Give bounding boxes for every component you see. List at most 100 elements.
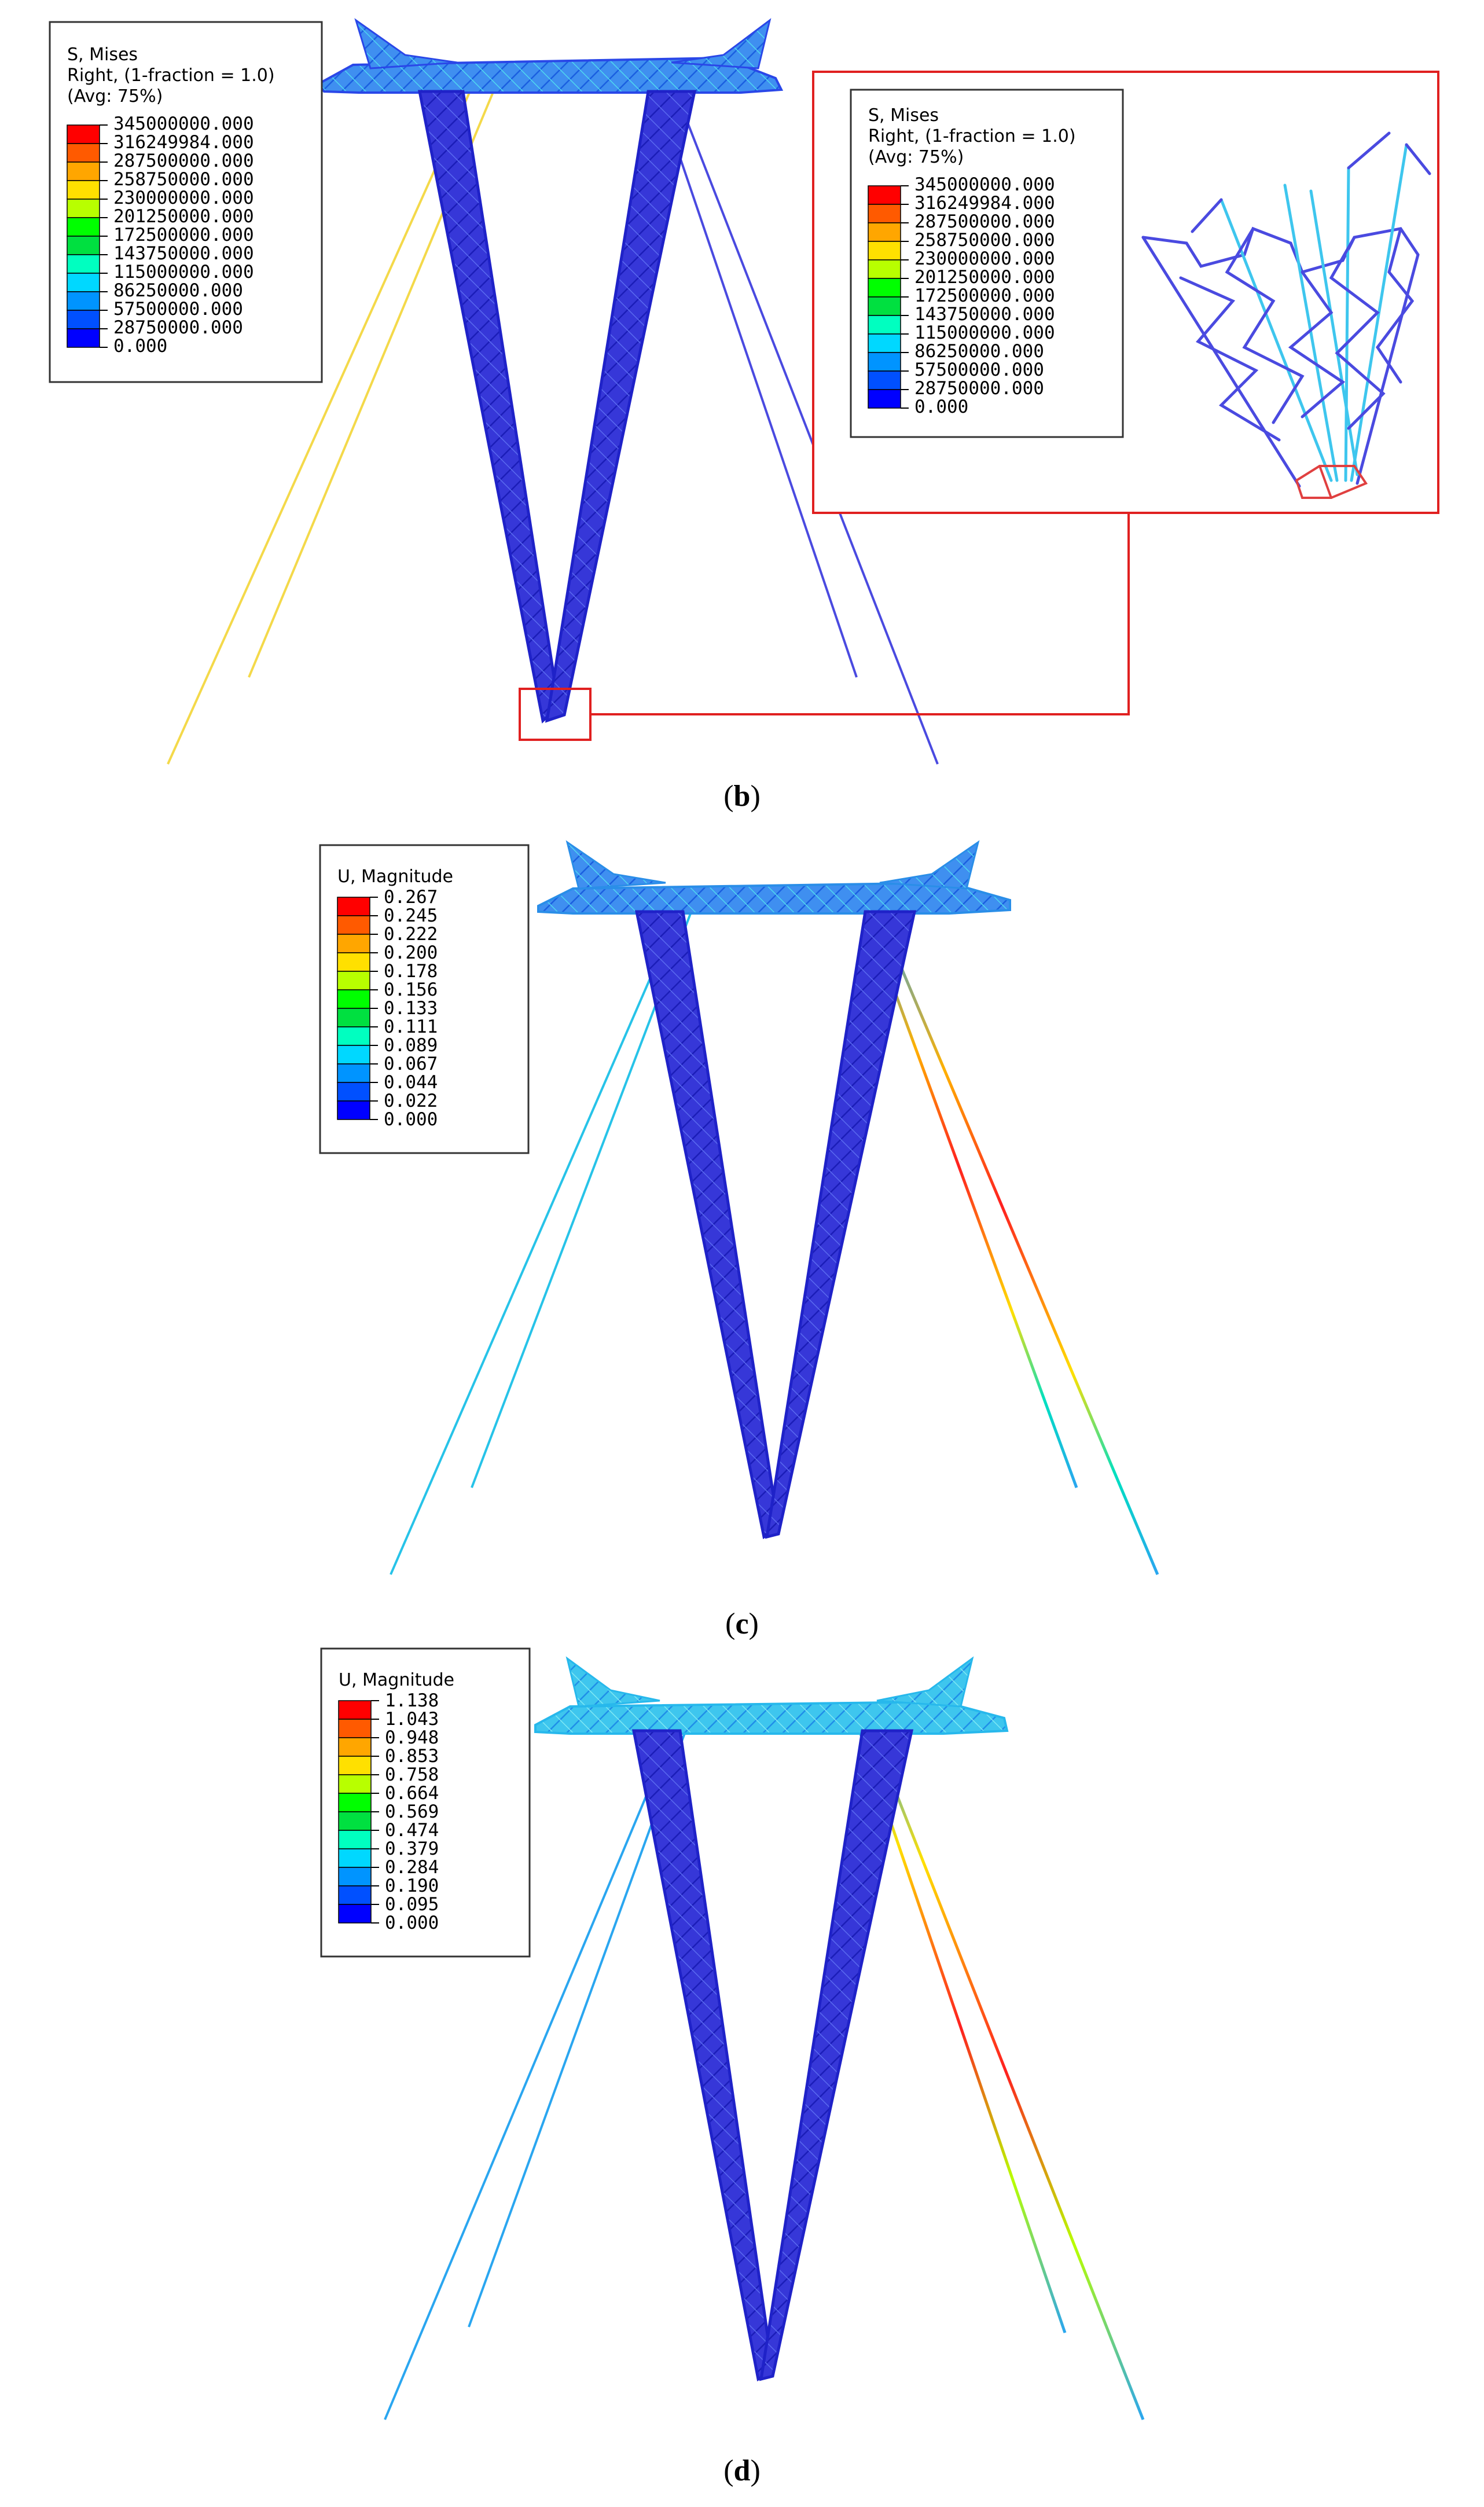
cable-line [670,80,939,765]
legend-value: 230000000.000 [914,248,1055,269]
legend-value: 0.284 [385,1857,439,1878]
legend-value: 0.022 [384,1091,438,1111]
legend-color-swatch [868,259,901,279]
legend-color-swatch [338,1774,372,1794]
legend-value: 0.089 [384,1035,438,1056]
legend-color-swatch [337,1026,370,1046]
legend-color-swatch [338,1904,372,1924]
legend-color-swatch [338,1848,372,1868]
legend-color-swatch [338,1830,372,1849]
legend-color-swatch [337,1045,370,1065]
legend-value: 86250000.000 [113,280,243,301]
tower-crossarm [316,56,784,94]
legend-value: 0.190 [385,1875,439,1896]
legend-color-swatch [337,989,370,1009]
legend-value: 172500000.000 [113,225,254,245]
cable-line [167,80,476,765]
legend-value: 0.000 [385,1913,439,1933]
tower-leg-left [634,910,780,1539]
legend-color-swatch [338,1885,372,1905]
legend-value: 0.664 [385,1783,439,1804]
legend-value: 0.758 [385,1764,439,1785]
legend-color-swatch [338,1756,372,1775]
cable-line [384,1722,678,2420]
legend-value: 1.043 [385,1709,439,1730]
legend-color-swatch [67,328,100,348]
legend-color-swatch [337,971,370,990]
legend-color-swatch [337,1063,370,1083]
tower-peak-left [565,1656,660,1708]
legend-header-line: (Avg: 75%) [868,147,964,167]
legend-color-swatch [67,236,100,255]
legend-color-swatch [868,352,901,372]
legend-header-line: S, Mises [67,45,138,65]
legend-value: 345000000.000 [914,174,1055,195]
legend-value: 143750000.000 [113,243,254,264]
legend-value: 172500000.000 [914,285,1055,306]
legend-color-swatch [868,278,901,298]
legend-value: 0.000 [914,397,968,417]
legend-color-swatch [67,199,100,218]
tower-leg-right [765,910,917,1539]
legend-value: 0.853 [385,1746,439,1767]
tower-crossarm [534,1700,1009,1735]
cable-line [872,902,1159,1575]
legend-value: 0.948 [385,1727,439,1748]
legend-value: 0.000 [384,1109,438,1130]
legend-value: 0.245 [384,905,438,926]
legend-color-swatch [868,370,901,390]
panel-b: S, Mises Right, (1-fraction = 1.0) (Avg:… [49,18,1439,813]
legend-header-line: (Avg: 75%) [67,86,163,107]
tower-leg-right [545,90,697,723]
legend-value: 287500000.000 [914,211,1055,232]
legend-value: 0.000 [113,336,167,357]
legend-value: 287500000.000 [113,151,254,171]
legend-color-swatch [337,897,370,916]
legend-color-swatch [338,1719,372,1738]
legend-color-swatch [338,1867,372,1886]
legend-color-swatch [67,143,100,163]
legend-value: 0.222 [384,924,438,945]
legend-color-swatch [67,180,100,200]
legend-color-swatch [868,222,901,242]
legend-color-swatch [337,1082,370,1102]
tower-b [167,18,1130,765]
legend-color-swatch [868,296,901,316]
legend-value: 230000000.000 [113,188,254,208]
legend-value: 115000000.000 [914,322,1055,343]
cable-line [653,80,858,678]
legend-value: 0.095 [385,1894,439,1915]
tower-leg-left [417,90,560,724]
legend-color-swatch [337,934,370,953]
legend-value: 0.178 [384,961,438,982]
legend-value: 115000000.000 [113,262,254,282]
legend-value: 0.474 [385,1820,439,1841]
legend-color-swatch [338,1793,372,1812]
legend-color-swatch [67,124,100,144]
legend-color-swatch [868,204,901,223]
caption-d: (d) [723,2454,761,2487]
legend-value: 0.267 [384,887,438,908]
panel-c: U, Magnitude 0.267 0.245 0.222 0.200 0.1… [319,840,1159,1640]
legend-value: 345000000.000 [113,113,254,134]
legend-color-swatch [67,161,100,181]
tower-peak-left [565,840,666,890]
legend-color-swatch [337,1008,370,1027]
inset-detail-b: S, Mises Right, (1-fraction = 1.0) (Avg:… [812,71,1439,514]
legend-value: 0.133 [384,998,438,1019]
legend-color-swatch [868,185,901,205]
legend-color-swatch [868,333,901,353]
legend-header-line: U, Magnitude [339,1670,454,1690]
legend-color-swatch [338,1811,372,1831]
legend-value: 0.044 [384,1072,438,1093]
legend-color-bar [337,897,378,1120]
legend-color-swatch [337,1100,370,1120]
legend-color-swatch [67,291,100,311]
legend-value: 0.379 [385,1838,439,1859]
legend-d: U, Magnitude 1.138 1.043 0.948 0.853 0.7… [320,1647,531,1958]
legend-color-swatch [868,389,901,409]
legend-value: 57500000.000 [914,359,1044,380]
inset-legend: S, Mises Right, (1-fraction = 1.0) (Avg:… [850,89,1124,438]
legend-value: 0.569 [385,1801,439,1822]
